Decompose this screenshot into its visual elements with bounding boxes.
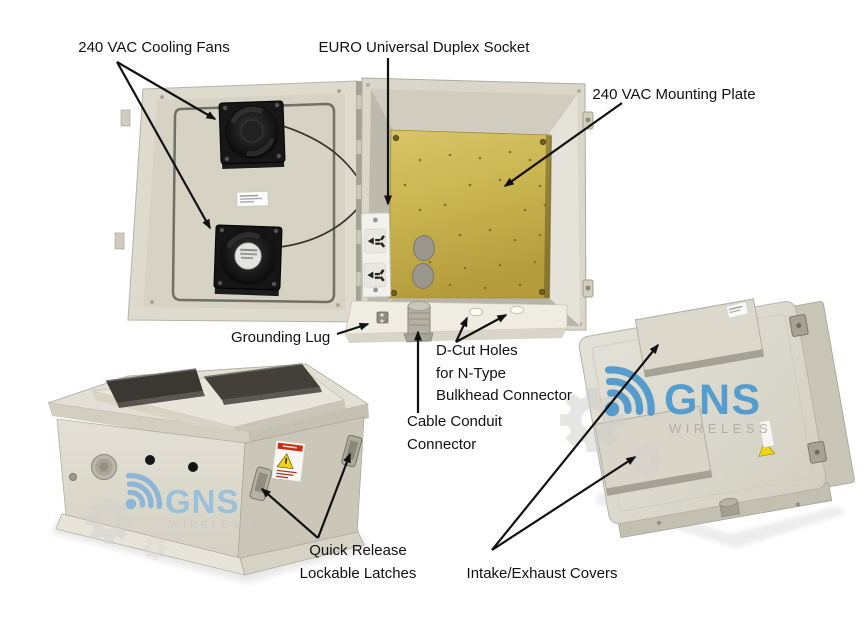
arrow-intake-cover-top xyxy=(491,343,659,551)
knockout-hole xyxy=(412,263,434,289)
bottom-flange xyxy=(344,300,568,343)
fan-spec-label xyxy=(234,242,262,270)
warning-triangle-icon xyxy=(758,440,776,457)
warning-triangle-icon xyxy=(276,453,294,470)
brand-watermark-large: GNS WIRELESS xyxy=(560,370,772,477)
enclosure-body-open xyxy=(360,77,594,332)
brand-subtitle: WIRELESS xyxy=(669,421,772,436)
arrow-latch-2 xyxy=(316,452,352,539)
lid-rim xyxy=(48,403,250,446)
brand-name: GNS xyxy=(165,483,240,520)
door-hinge-tab xyxy=(120,109,131,127)
door-hinge-tab xyxy=(114,232,125,250)
vent-cover xyxy=(203,363,322,405)
grounding-lug xyxy=(376,311,389,324)
shadow xyxy=(52,518,370,583)
arrow-cooling-fan-top xyxy=(116,61,217,120)
screw xyxy=(656,520,661,525)
label-quick-release: Quick Release Lockable Latches xyxy=(299,542,417,582)
cooling-fan-bottom xyxy=(213,224,283,297)
gear-icon xyxy=(628,443,662,477)
door-gasket xyxy=(171,102,336,304)
hinge xyxy=(356,81,363,324)
d-cut-hole xyxy=(469,307,483,317)
screw xyxy=(69,473,77,481)
port-hole xyxy=(188,462,198,472)
closed-enclosure-left-photo: GNS WIRELESS xyxy=(47,363,370,583)
intake-exhaust-cover xyxy=(634,298,765,378)
arrow-mounting-plate xyxy=(503,102,623,187)
base-flange xyxy=(239,531,365,576)
label-intake-exhaust: Intake/Exhaust Covers xyxy=(466,565,618,582)
annotation-arrows xyxy=(116,58,659,551)
euro-duplex-socket xyxy=(360,212,392,298)
bottom-conduit xyxy=(719,497,741,518)
label-dcut-holes: D-Cut Holes for N-Type Bulkhead Connecto… xyxy=(436,342,572,404)
open-enclosure-photo xyxy=(114,77,594,343)
label-cable-conduit: Cable Conduit Connector xyxy=(407,413,503,453)
brand-name: GNS xyxy=(664,376,762,424)
arrow-dcut-hole-1 xyxy=(455,316,468,343)
label-duplex-socket: EURO Universal Duplex Socket xyxy=(318,39,530,56)
cooling-fan-top xyxy=(218,100,286,170)
label-cooling-fans: 240 VAC Cooling Fans xyxy=(78,39,230,56)
label-grounding-lug: Grounding Lug xyxy=(231,329,331,346)
arrow-intake-cover-bottom xyxy=(491,456,637,551)
vent-cover xyxy=(105,368,205,408)
door-label xyxy=(236,191,269,207)
arrow-cooling-fan-bottom xyxy=(116,61,211,230)
brand-subtitle: WIRELESS xyxy=(169,519,254,531)
latch xyxy=(789,314,809,337)
latch xyxy=(807,440,827,464)
d-cut-hole xyxy=(510,305,524,315)
brand-watermark-small: GNS WIRELESS xyxy=(86,476,254,560)
knockout-hole xyxy=(413,235,435,261)
enclosure-door xyxy=(114,80,367,323)
label-mounting-plate: 240 VAC Mounting Plate xyxy=(592,86,756,103)
side-conduit-connector xyxy=(91,454,117,480)
warning-sticker xyxy=(271,440,306,482)
side-label xyxy=(758,419,775,448)
screw xyxy=(795,502,800,507)
port-hole xyxy=(145,455,155,465)
plate-holes xyxy=(403,150,547,290)
shadow xyxy=(596,492,846,548)
closed-enclosure-right-photo: GNS WIRELESS xyxy=(560,298,855,548)
arrow-grounding-lug xyxy=(336,322,370,336)
arrow-latch-1 xyxy=(260,488,319,539)
arrow-dcut-hole-2 xyxy=(455,314,508,343)
